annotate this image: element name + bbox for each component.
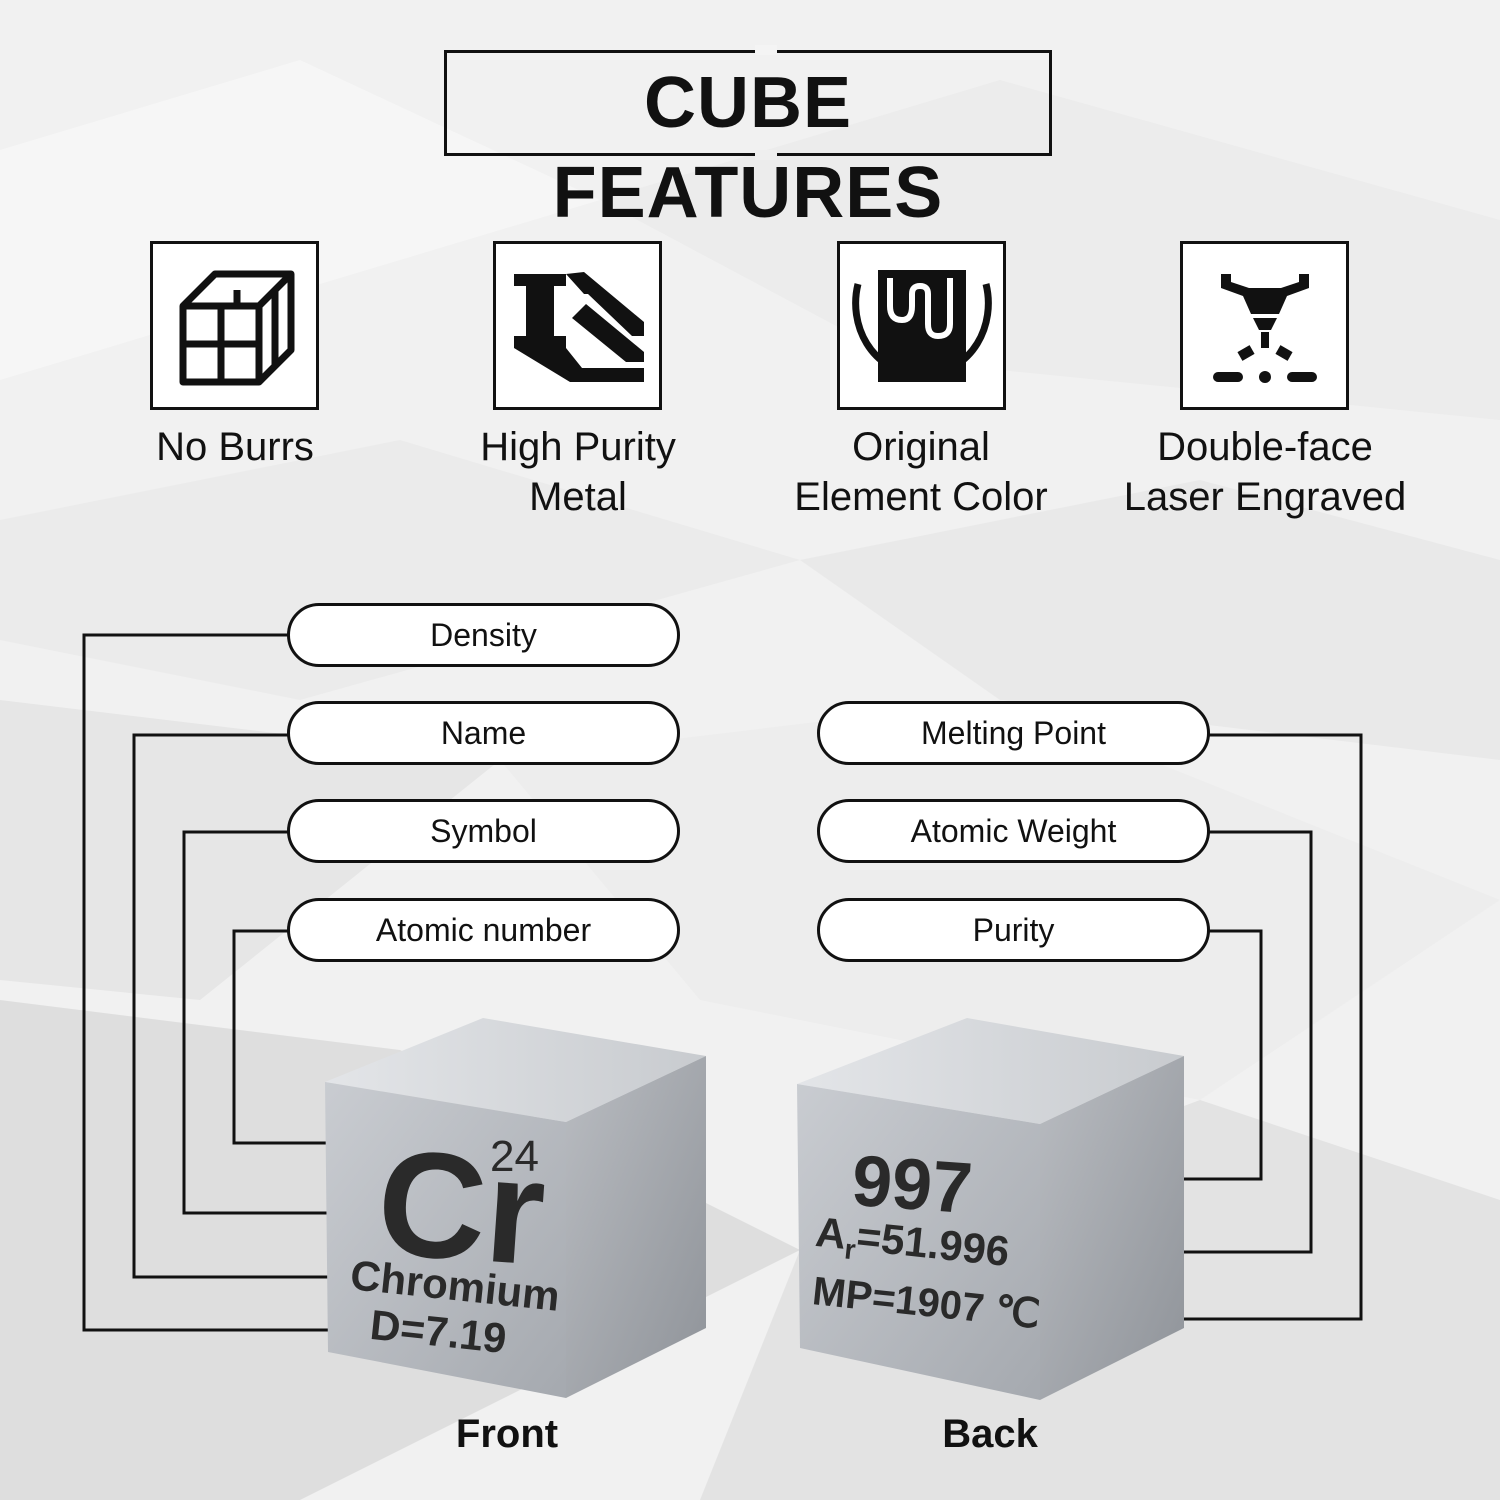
feature-high-purity xyxy=(493,241,662,410)
caption-back: Back xyxy=(942,1412,1038,1456)
cube-wireframe-icon xyxy=(179,270,295,386)
back-cube xyxy=(797,1018,1184,1400)
front-cube xyxy=(325,1018,706,1398)
label-purity: Purity xyxy=(817,898,1210,962)
label-melting-point: Melting Point xyxy=(817,701,1210,765)
laser-engraver-icon xyxy=(1213,274,1317,383)
title-frame-gap-top xyxy=(755,45,777,55)
label-name: Name xyxy=(287,701,680,765)
feature-label-no-burrs: No Burrs xyxy=(156,425,314,469)
label-atomic-weight: Atomic Weight xyxy=(817,799,1210,863)
label-atomic-number: Atomic number xyxy=(287,898,680,962)
feature-laser-engraved xyxy=(1180,241,1349,410)
feature-no-burrs xyxy=(150,241,319,410)
title-frame xyxy=(444,50,1052,156)
feature-original-color xyxy=(837,241,1006,410)
i-beam-icon xyxy=(514,272,644,382)
title-frame-gap-bottom xyxy=(755,150,777,160)
label-density: Density xyxy=(287,603,680,667)
page-title: CUBE FEATURES xyxy=(552,63,944,233)
label-symbol: Symbol xyxy=(287,799,680,863)
crucible-icon xyxy=(852,270,992,382)
caption-front: Front xyxy=(455,1412,559,1456)
front-atomic-number: 24 xyxy=(490,1132,539,1181)
